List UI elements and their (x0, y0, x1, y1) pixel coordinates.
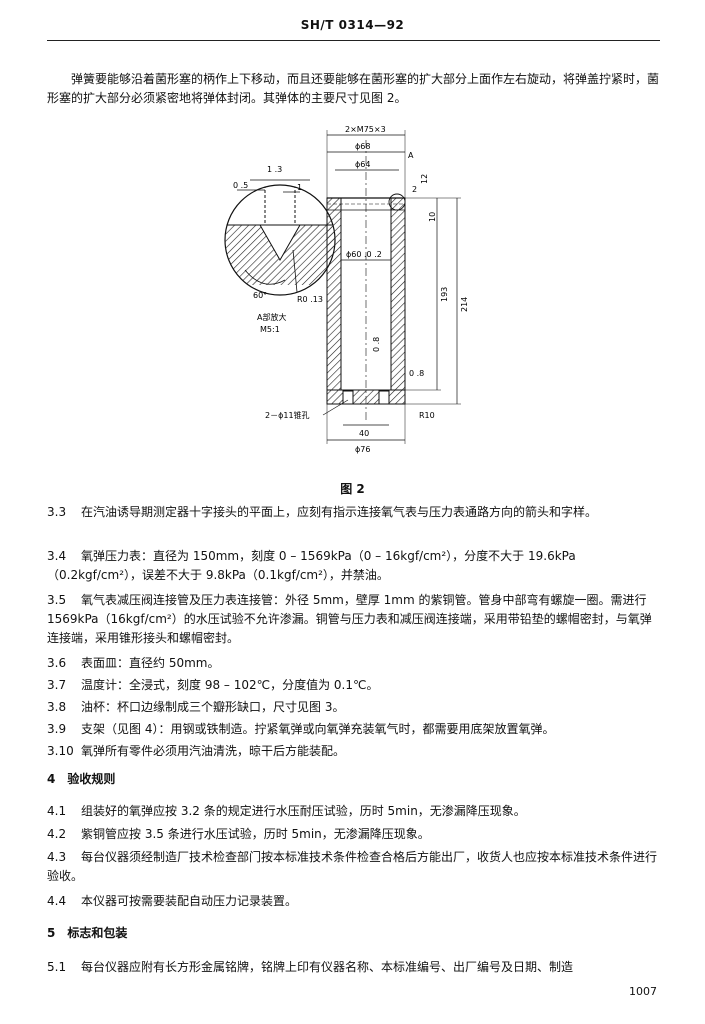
clause-3-7: 3.7 温度计：全浸式，刻度 98 – 102℃，分度值为 0.1℃。 (47, 676, 662, 695)
section-5-title: 5 标志和包装 (47, 926, 128, 940)
clause-number: 4.3 (47, 850, 67, 864)
figure-caption: 图 2 (340, 482, 365, 496)
figure-2-drawing: 1 .3 0 .5 1 60° R0 .13 A部放大 M5:1 2×M75×3… (224, 125, 469, 454)
dim-holes: 2－ϕ11锥孔 (265, 410, 310, 420)
clause-3-9: 3.9 支架（见图 4）：用钢或铁制造。拧紧氧弹或向氧弹充装氧气时，都需要用底架放… (47, 720, 662, 739)
dim-thread: 2×M75×3 (345, 125, 386, 134)
clause-text: 支架（见图 4）：用钢或铁制造。拧紧氧弹或向氧弹充装氧气时，都需要用底架放置氧弹… (81, 722, 555, 736)
clause-number: 3.8 (47, 700, 67, 714)
clause-5-1: 5.1 每台仪器应附有长方形金属铭牌，铭牌上印有仪器名称、本标准编号、出厂编号及日… (47, 958, 662, 977)
clause-3-8: 3.8 油杯：杯口边缘制成三个瓣形缺口，尺寸见图 3。 (47, 698, 662, 717)
clause-number: 3.6 (47, 656, 67, 670)
clause-number: 5.1 (47, 960, 67, 974)
clause-text: 组装好的氧弹应按 3.2 条的规定进行水压耐压试验，历时 5min，无渗漏降压现… (81, 804, 526, 818)
clause-number: 3.3 (47, 505, 67, 519)
page-header-code: SH/T 0314—92 (300, 18, 405, 32)
clause-3-3: 3.3 在汽油诱导期测定器十字接头的平面上，应刻有指示连接氧气表与压力表通路方向的… (47, 503, 662, 522)
detail-dim-0-5: 0 .5 (233, 181, 248, 190)
dim-h10: 10 (428, 212, 437, 222)
clause-number: 3.4 (47, 549, 67, 563)
dim-d64: ϕ64 (355, 160, 370, 169)
clause-text: 氧弹压力表：直径为 150mm，刻度 0 – 1569kPa（0 – 16kgf… (47, 549, 576, 582)
clause-3-10: 3.10 氧弹所有零件必须用汽油清洗，晾干后方能装配。 (47, 742, 662, 761)
detail-title: A部放大 (257, 312, 286, 322)
clause-text: 在汽油诱导期测定器十字接头的平面上，应刻有指示连接氧气表与压力表通路方向的箭头和… (81, 505, 598, 519)
clause-number: 3.10 (47, 744, 74, 758)
section-4-title: 4 验收规则 (47, 772, 116, 786)
clause-number: 3.7 (47, 678, 67, 692)
bomb-body-section (326, 140, 406, 420)
page-number: 1007 (629, 985, 657, 998)
clause-number: 3.5 (47, 593, 67, 607)
clause-3-6: 3.6 表面皿：直径约 50mm。 (47, 654, 662, 673)
dim-h12: 12 (420, 174, 429, 184)
dim-d60: ϕ60 .0 .2 (346, 250, 382, 259)
clause-number: 3.9 (47, 722, 67, 736)
dim-r10: R10 (419, 411, 435, 420)
clause-number: 4.1 (47, 804, 67, 818)
detail-dim-1: 1 (297, 183, 302, 192)
header-rule (47, 40, 660, 41)
clause-text: 氧气表减压阀连接管及压力表连接管：外径 5mm，壁厚 1mm 的紫铜管。管身中部… (47, 593, 652, 645)
detail-scale: M5:1 (260, 325, 280, 334)
detail-angle: 60° (253, 291, 267, 300)
dim-d68: ϕ68 (355, 142, 370, 151)
clause-text: 本仪器可按需要装配自动压力记录装置。 (81, 894, 298, 908)
intro-paragraph: 弹簧要能够沿着菌形塞的柄作上下移动，而且还要能够在菌形塞的扩大部分上面作左右旋动… (47, 72, 660, 105)
clause-text: 油杯：杯口边缘制成三个瓣形缺口，尺寸见图 3。 (81, 700, 345, 714)
clause-text: 紫铜管应按 3.5 条进行水压试验，历时 5min，无渗漏降压现象。 (81, 827, 430, 841)
dim-d76: ϕ76 (355, 445, 370, 454)
dim-r2: 2 (412, 185, 417, 194)
clause-text: 每台仪器须经制造厂技术检查部门按本标准技术条件检查合格后方能出厂，收货人也应按本… (47, 850, 658, 883)
clause-number: 4.4 (47, 894, 67, 908)
clause-text: 氧弹所有零件必须用汽油清洗，晾干后方能装配。 (81, 744, 346, 758)
clause-4-1: 4.1 组装好的氧弹应按 3.2 条的规定进行水压耐压试验，历时 5min，无渗漏… (47, 802, 662, 821)
dim-h214: 214 (460, 297, 469, 312)
dim-40: 40 (359, 429, 369, 438)
dim-chamfer-2: 0 .8 (409, 369, 424, 378)
clause-4-4: 4.4 本仪器可按需要装配自动压力记录装置。 (47, 892, 662, 911)
clause-number: 4.2 (47, 827, 67, 841)
dim-chamfer-1: 0 .8 (372, 337, 381, 352)
detail-a-view (224, 179, 336, 296)
detail-radius: R0 .13 (297, 295, 323, 304)
clause-text: 温度计：全浸式，刻度 98 – 102℃，分度值为 0.1℃。 (81, 678, 379, 692)
dim-h193: 193 (440, 287, 449, 302)
detail-dim-1-3: 1 .3 (267, 165, 282, 174)
clause-text: 每台仪器应附有长方形金属铭牌，铭牌上印有仪器名称、本标准编号、出厂编号及日期、制… (81, 960, 574, 974)
clause-text: 表面皿：直径约 50mm。 (81, 656, 220, 670)
mark-a: A (408, 151, 414, 160)
clause-4-2: 4.2 紫铜管应按 3.5 条进行水压试验，历时 5min，无渗漏降压现象。 (47, 825, 662, 844)
